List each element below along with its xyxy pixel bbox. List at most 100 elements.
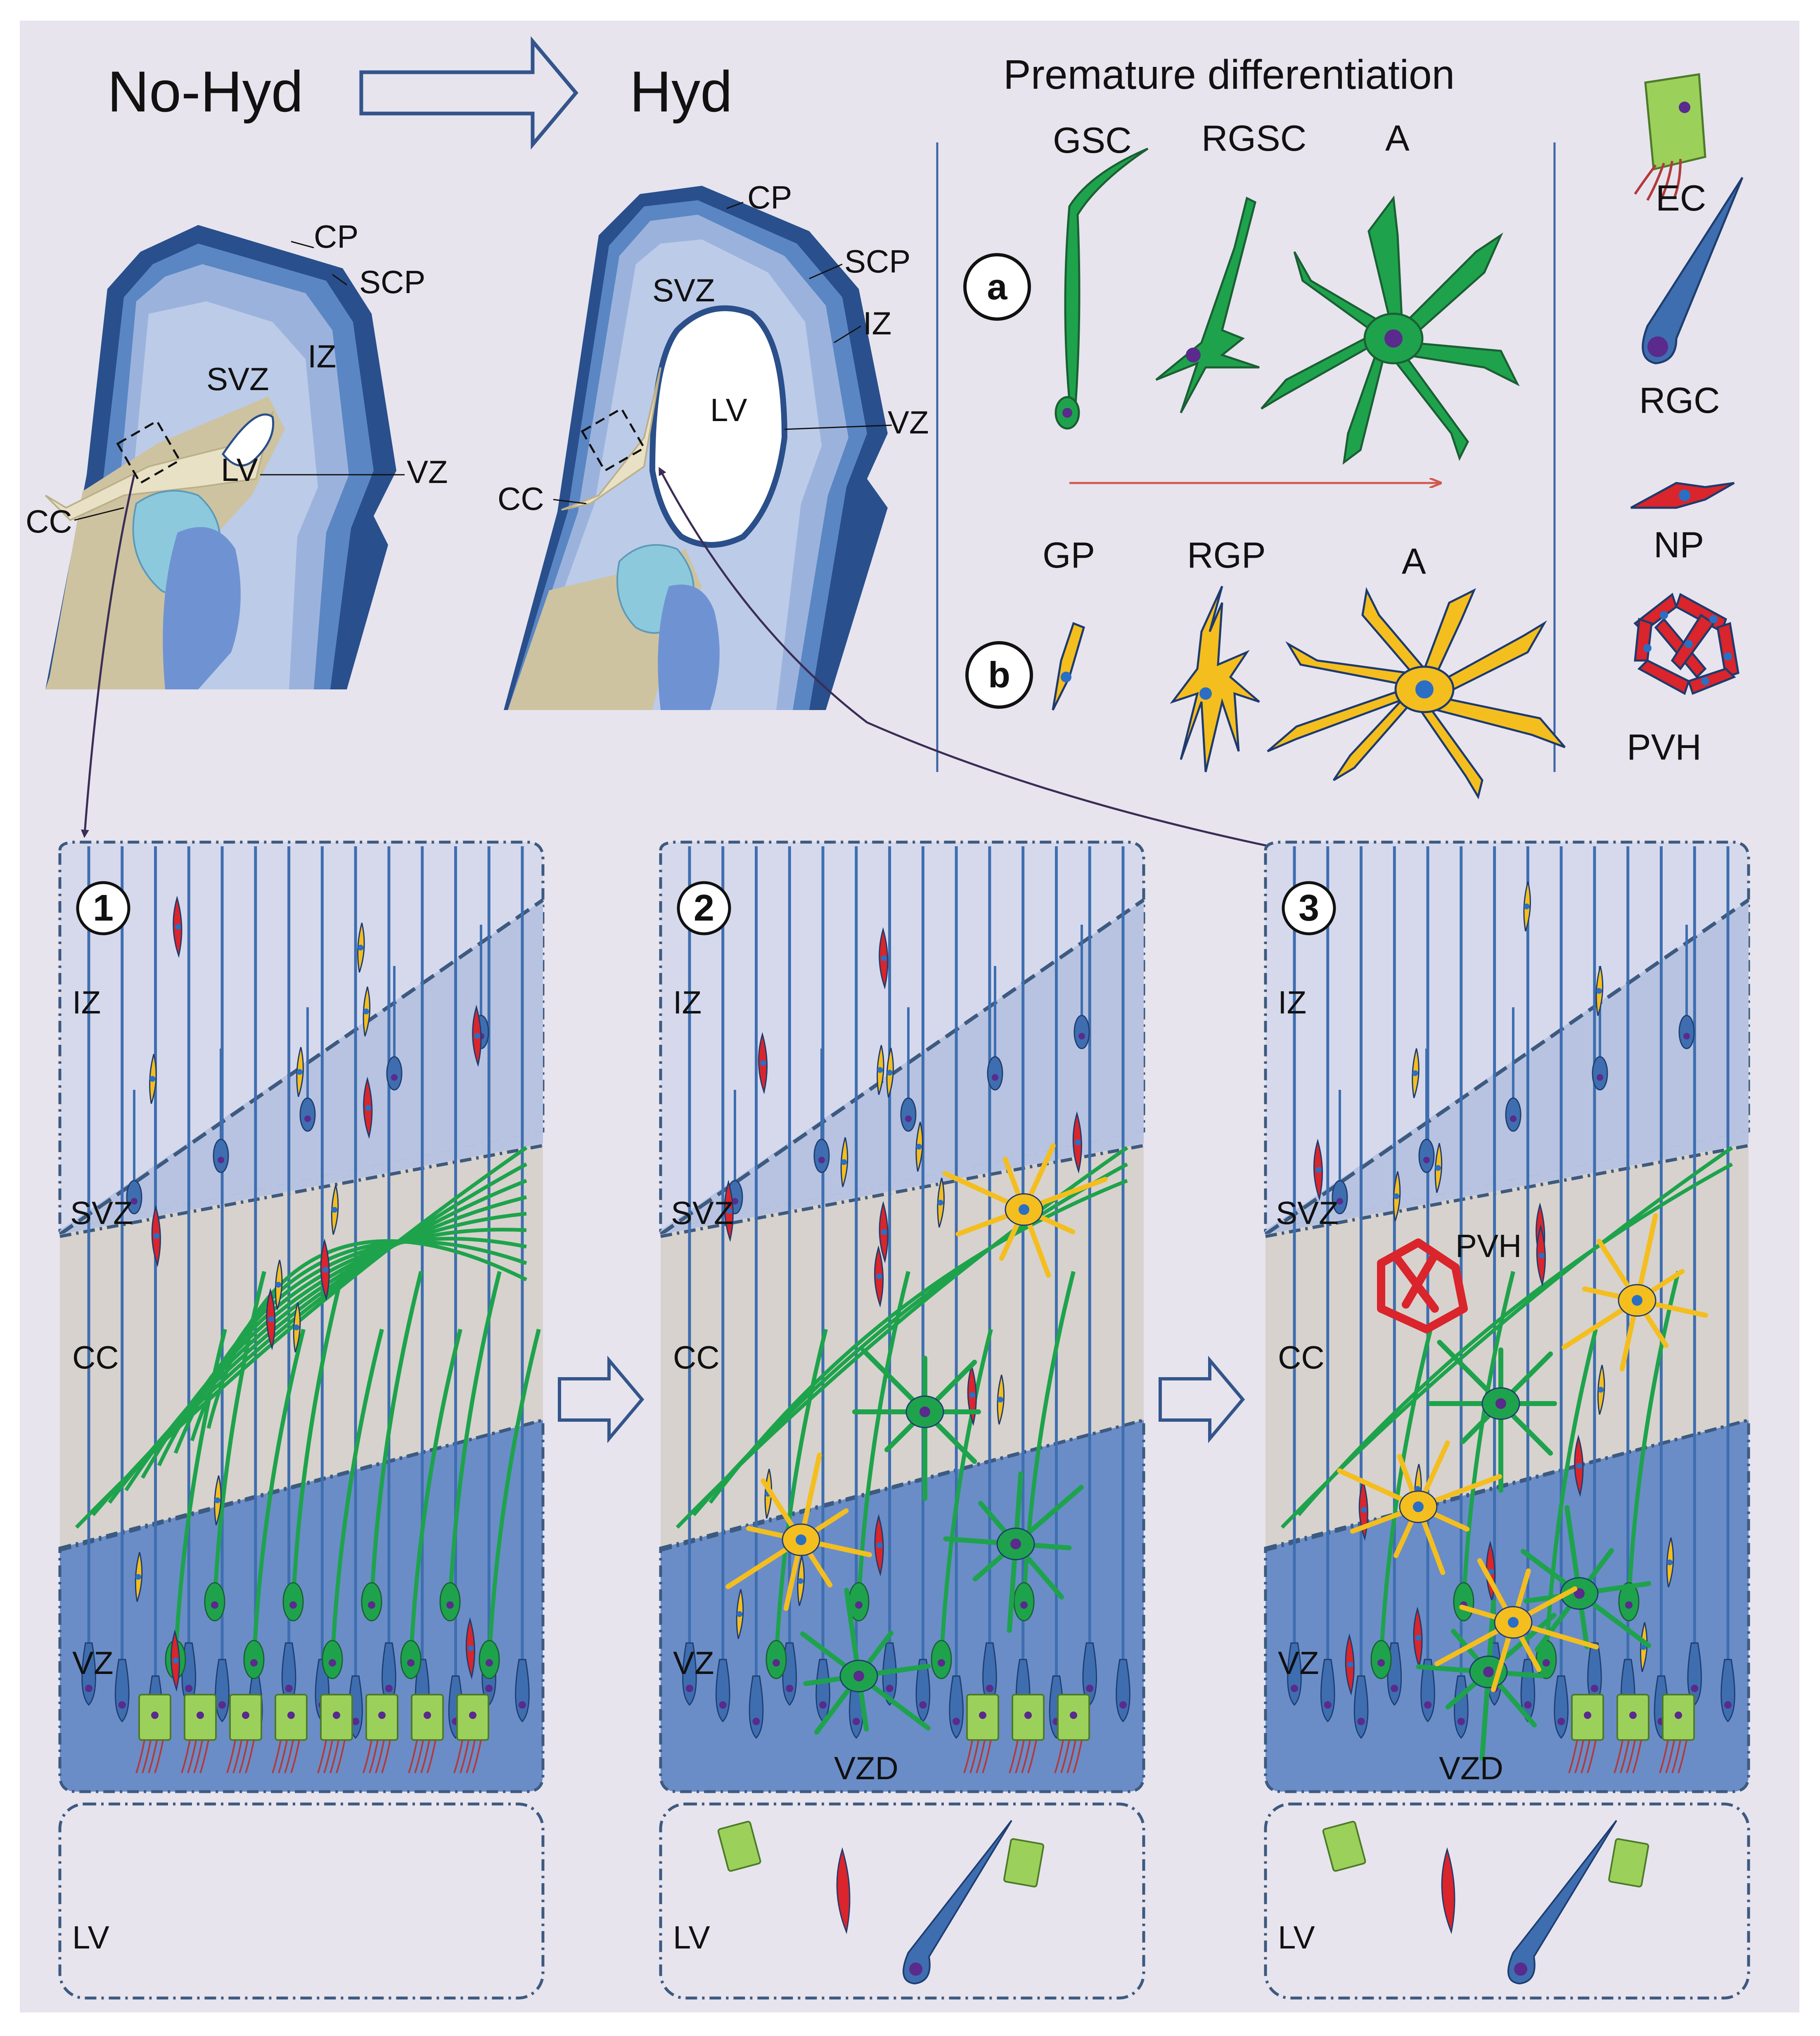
pvh-segment bbox=[1402, 1251, 1439, 1309]
lv-rgc-nucleus bbox=[909, 1963, 922, 1976]
ec-cilium bbox=[336, 1740, 346, 1773]
green-nucleus bbox=[329, 1659, 336, 1667]
ec-cilium bbox=[290, 1740, 300, 1773]
gp-nucleus bbox=[1415, 1486, 1421, 1492]
nohyd-label-cc: CC bbox=[26, 503, 72, 540]
svz-rgc-nucleus bbox=[1597, 1074, 1603, 1081]
ec-cilium bbox=[245, 1740, 255, 1773]
np-nucleus bbox=[365, 1105, 371, 1111]
rgc-body bbox=[515, 1659, 530, 1723]
ec-cilium bbox=[1614, 1740, 1623, 1773]
ec-cilium bbox=[193, 1740, 203, 1773]
zone-label-cc: CC bbox=[72, 1339, 119, 1375]
pvh-label: PVH bbox=[1455, 1228, 1521, 1264]
ec-cilium bbox=[982, 1740, 992, 1773]
astrocyte bbox=[800, 1588, 931, 1735]
astrocyte-nucleus bbox=[1508, 1617, 1519, 1628]
cc-green-fiber bbox=[1297, 1162, 1733, 1516]
green-process bbox=[1627, 1271, 1680, 1602]
green-nucleus bbox=[1377, 1659, 1385, 1667]
ec-nucleus bbox=[979, 1712, 986, 1719]
panel-arrow-2-3 bbox=[1159, 1356, 1245, 1443]
rgc-body bbox=[1353, 1675, 1369, 1739]
np-nucleus bbox=[1347, 1662, 1353, 1668]
legend-pvh-icon bbox=[1633, 592, 1739, 695]
ec-nucleus bbox=[1675, 1712, 1682, 1719]
ec-cilium bbox=[1626, 1740, 1636, 1773]
rgc-nucleus bbox=[1724, 1701, 1732, 1709]
zone-label-lv: LV bbox=[72, 1919, 109, 1956]
iz-boundary bbox=[659, 898, 1145, 1236]
np-nucleus bbox=[1415, 1635, 1422, 1641]
lv-rgc-cell bbox=[1507, 1820, 1617, 1985]
zone-label-cc: CC bbox=[1278, 1339, 1325, 1375]
rgc-nucleus bbox=[1691, 1685, 1699, 1692]
ec-cilium bbox=[181, 1740, 191, 1773]
zone-lv-box bbox=[659, 1802, 1145, 2000]
astrocyte bbox=[1337, 1440, 1502, 1575]
astrocyte bbox=[1428, 1340, 1557, 1493]
panel-number-circle bbox=[1282, 881, 1336, 935]
legend-np-label: NP bbox=[1654, 524, 1704, 565]
svz-cc-boundary bbox=[1265, 1144, 1749, 1238]
green-process bbox=[173, 1328, 227, 1660]
astrocyte-nucleus bbox=[1413, 1501, 1424, 1512]
marker-a-text: a bbox=[987, 266, 1008, 307]
svz-rgc-nucleus bbox=[818, 1157, 825, 1163]
gp-nucleus bbox=[1666, 1559, 1673, 1565]
astrocyte-nucleus bbox=[1632, 1295, 1642, 1306]
rgc-nucleus bbox=[1119, 1701, 1127, 1709]
ec-nucleus bbox=[333, 1712, 340, 1719]
np-nucleus bbox=[1315, 1167, 1322, 1173]
ec-nucleus bbox=[1070, 1712, 1077, 1719]
ec-cilium bbox=[323, 1740, 333, 1773]
np-nucleus bbox=[969, 1392, 976, 1398]
gp-nucleus bbox=[797, 1578, 803, 1584]
pvh-segment bbox=[1377, 1304, 1431, 1333]
ec-cilium bbox=[427, 1740, 436, 1773]
zone-label-iz: IZ bbox=[72, 984, 101, 1020]
astrocyte-nucleus bbox=[853, 1671, 864, 1681]
rgc-nucleus bbox=[1391, 1685, 1398, 1692]
green-process bbox=[487, 1328, 541, 1660]
svz-rgc-nucleus bbox=[218, 1157, 224, 1163]
svz-rgc-body bbox=[987, 1056, 1003, 1091]
ec-cilium bbox=[1678, 1740, 1687, 1773]
gp-nucleus bbox=[294, 1324, 300, 1331]
nohyd-label-vz: VZ bbox=[407, 454, 448, 490]
gp-nucleus bbox=[1435, 1165, 1441, 1171]
green-process bbox=[291, 1271, 345, 1602]
ec-cilium bbox=[1021, 1740, 1031, 1773]
brain-section-nohyd bbox=[45, 225, 405, 689]
astrocyte-green-icon bbox=[1261, 195, 1520, 465]
np-nucleus bbox=[1361, 1507, 1367, 1513]
ec-cilium bbox=[272, 1740, 282, 1773]
green-nucleus bbox=[486, 1659, 493, 1667]
np-nucleus bbox=[322, 1267, 329, 1273]
green-nucleus bbox=[368, 1601, 375, 1609]
gp-nucleus bbox=[737, 1611, 743, 1617]
ec-cilium bbox=[1073, 1740, 1083, 1773]
svz-cc-boundary bbox=[660, 1144, 1144, 1238]
no-hyd-label: No-Hyd bbox=[107, 59, 303, 124]
hyd-label-lv: LV bbox=[710, 392, 747, 428]
gp-nucleus bbox=[275, 1282, 282, 1288]
nohyd-label-svz: SVZ bbox=[206, 361, 269, 397]
gp-nucleus bbox=[1412, 1070, 1418, 1076]
gp-nucleus bbox=[296, 1069, 303, 1075]
ec-cilium bbox=[414, 1740, 424, 1773]
rgc-body bbox=[114, 1659, 130, 1723]
svz-rgc-body bbox=[1074, 1015, 1090, 1049]
green-nucleus bbox=[407, 1659, 415, 1667]
hyd-label-cc: CC bbox=[498, 481, 544, 517]
ec-cilium bbox=[154, 1740, 164, 1773]
gp-nucleus bbox=[332, 1207, 338, 1213]
green-nucleus bbox=[446, 1601, 454, 1609]
np-nucleus bbox=[1075, 1139, 1081, 1146]
label-gp: GP bbox=[1043, 535, 1095, 575]
ec-cilium bbox=[329, 1740, 339, 1773]
pvh-segment bbox=[1422, 1304, 1468, 1333]
ec-cilium bbox=[420, 1740, 430, 1773]
